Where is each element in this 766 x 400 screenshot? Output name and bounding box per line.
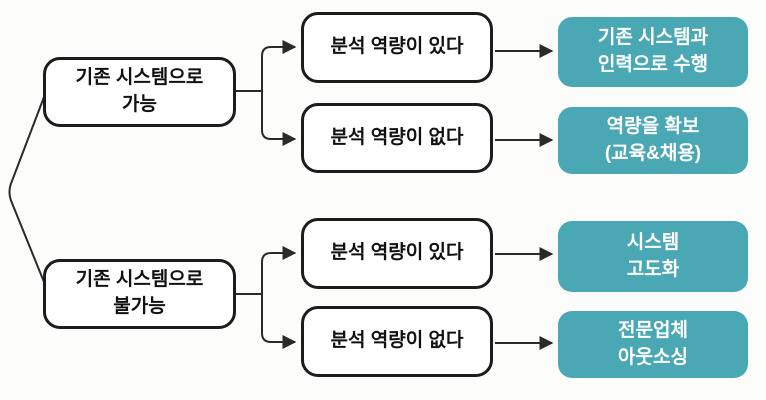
outcome-node-acquire-capability: 역량을 확보 (교육&채용): [558, 107, 748, 174]
decision-node-has-analysis-capability-2: 분석 역량이 있다: [301, 218, 493, 289]
decision-node-no-analysis-capability-1: 분석 역량이 없다: [301, 103, 493, 173]
fork-bottom-down-arrow: [261, 294, 297, 349]
decision-node-no-analysis-capability-2: 분석 역량이 없다: [301, 306, 493, 377]
fork-bottom-up-arrow: [261, 246, 297, 294]
decision-node-has-analysis-capability-1: 분석 역량이 있다: [301, 12, 493, 83]
outcome-node-use-existing-system-and-staff: 기존 시스템과 인력으로 수행: [558, 17, 748, 87]
root-node-impossible-with-existing-system: 기존 시스템으로 불가능: [43, 259, 236, 329]
fork-top-down-arrow: [261, 91, 297, 146]
root-bracket-line: [8, 96, 45, 283]
outcome-node-outsourcing: 전문업체 아웃소싱: [558, 311, 748, 378]
fork-top-up-arrow: [261, 40, 297, 91]
outcome-node-system-advancement: 시스템 고도화: [558, 221, 748, 292]
root-node-possible-with-existing-system: 기존 시스템으로 가능: [43, 57, 236, 127]
